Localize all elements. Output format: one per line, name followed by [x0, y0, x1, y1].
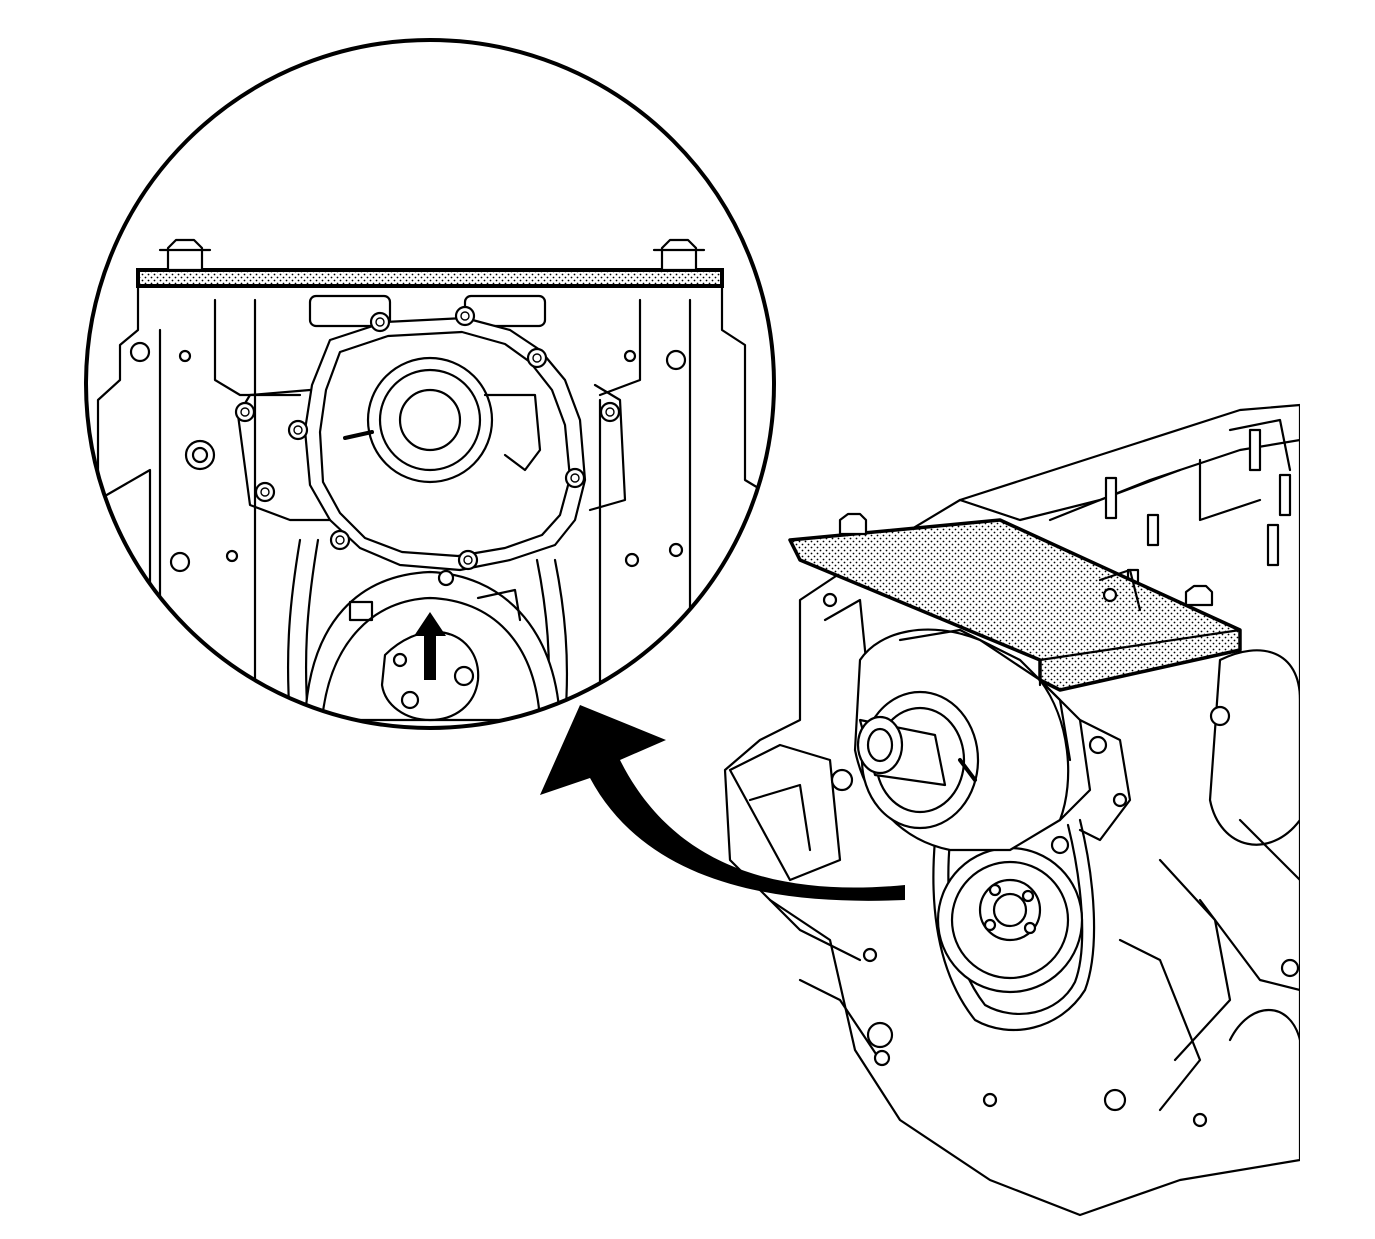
detail-circle-border: [84, 38, 776, 730]
detail-block-left-edge: [96, 286, 152, 722]
detail-cam-phaser-housing: [234, 305, 627, 587]
curved-pointer-arrow: [540, 705, 905, 901]
detail-block-holes: [129, 341, 687, 573]
engine-cam-phaser: [853, 628, 1132, 855]
detail-block-right-edge: [720, 286, 772, 497]
engine-block-holes: [822, 592, 1300, 1128]
detail-sprocket-key: [348, 600, 374, 622]
engine-holding-fixture: [788, 512, 1242, 692]
detail-holding-fixture: [136, 238, 724, 288]
up-arrow-icon: [414, 612, 446, 680]
engine-crank-sprocket: [936, 846, 1084, 994]
magnified-detail-circle: [84, 38, 776, 730]
detail-chain-case: [253, 298, 602, 722]
detail-cover-bolts: [234, 305, 621, 587]
engine-block-overview: [723, 403, 1300, 1217]
detail-lifter-bore-left: [308, 294, 392, 328]
